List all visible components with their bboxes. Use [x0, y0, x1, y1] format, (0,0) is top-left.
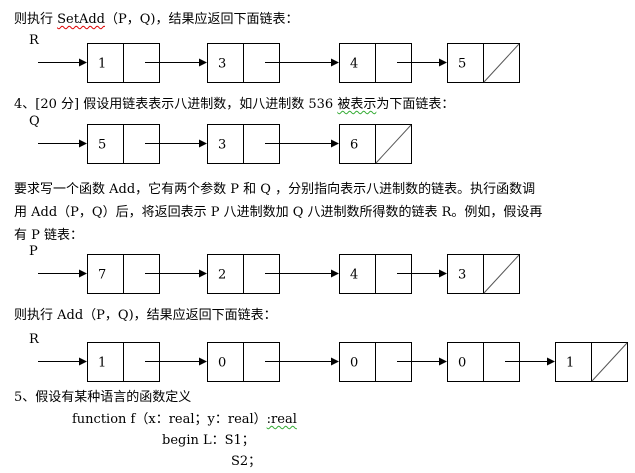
- paragraph-line-2: 用 Add（P，Q）后，将返回表示 P 八进制数加 Q 八进制数所得数的链表 R…: [14, 205, 543, 220]
- text: 则执行: [14, 12, 58, 27]
- arrow-head-icon: [331, 357, 339, 366]
- node-value: 6: [350, 138, 358, 153]
- question-4-heading: 4、[20 分] 假设用链表表示八进制数，如八进制数 536 被表示为下面链表：: [14, 97, 454, 113]
- node-value: 0: [458, 356, 466, 371]
- arrow-head-icon: [199, 269, 207, 278]
- node-value: 4: [350, 268, 358, 283]
- list-head-label: P: [29, 244, 38, 259]
- node-value: 5: [98, 138, 106, 153]
- code-line-2: begin L：S1；: [162, 433, 255, 448]
- null-pointer-icon: [483, 254, 520, 294]
- arrow-head-icon: [199, 58, 207, 67]
- list-node: 3: [447, 254, 520, 294]
- node-value: 1: [98, 57, 106, 72]
- list-node: 1: [555, 342, 628, 382]
- node-value: 4: [350, 57, 358, 72]
- arrow-head-icon: [439, 269, 447, 278]
- paragraph-line-3: 有 P 链表：: [14, 228, 84, 243]
- list-head-label: R: [29, 332, 40, 347]
- paragraph-line-1: 要求写一个函数 Add，它有两个参数 P 和 Q ，分别指向表示八进制数的链表。…: [14, 182, 536, 197]
- setadd-result-text: 则执行 SetAdd（P，Q)，结果应返回下面链表：: [14, 12, 298, 28]
- node-value: 7: [98, 268, 106, 283]
- arrow-head-icon: [199, 139, 207, 148]
- null-pointer-icon: [483, 43, 520, 83]
- code-line-3: S2；: [231, 454, 262, 469]
- node-value: 2: [218, 268, 226, 283]
- arrow-head-icon: [79, 357, 87, 366]
- arrow-head-icon: [439, 357, 447, 366]
- linked-list-r2: R 1 0 0 0 1: [29, 332, 628, 382]
- null-pointer-icon: [591, 342, 628, 382]
- node-value: 0: [218, 356, 226, 371]
- text: 4、[20 分] 假设用链表表示八进制数，如八进制数 536: [14, 97, 338, 112]
- add-result-text: 则执行 Add（P，Q)，结果应返回下面链表：: [14, 308, 277, 323]
- list-head-label: R: [29, 33, 40, 48]
- code: :real: [266, 412, 297, 427]
- arrow-head-icon: [79, 269, 87, 278]
- arrow-head-icon: [331, 58, 339, 67]
- text: （P，Q)，结果应返回下面链表：: [105, 12, 299, 27]
- node-value: 5: [458, 57, 466, 72]
- list-node: 6: [339, 124, 412, 164]
- node-value: 3: [218, 57, 226, 72]
- list-node: 5: [447, 43, 520, 83]
- linked-list-q: Q 5 3 6: [29, 114, 412, 164]
- arrow-head-icon: [331, 139, 339, 148]
- list-head-label: Q: [29, 114, 40, 129]
- arrow-head-icon: [331, 269, 339, 278]
- arrow-head-icon: [547, 357, 555, 366]
- text: 被表示: [337, 97, 377, 112]
- arrow-head-icon: [79, 58, 87, 67]
- node-value: 1: [566, 356, 574, 371]
- node-value: 1: [98, 356, 106, 371]
- question-5-heading: 5、假设有某种语言的函数定义: [14, 390, 192, 405]
- function-name: SetAdd: [57, 12, 105, 27]
- node-value: 3: [218, 138, 226, 153]
- arrow-head-icon: [79, 139, 87, 148]
- text: 为下面链表：: [376, 97, 455, 112]
- node-value: 0: [350, 356, 358, 371]
- code-line-1: function f（x：real；y：real）:real: [72, 412, 297, 428]
- node-value: 3: [458, 268, 466, 283]
- linked-list-r1: R 1 3 4 5: [29, 33, 520, 83]
- null-pointer-icon: [375, 124, 412, 164]
- arrow-head-icon: [439, 58, 447, 67]
- linked-list-p: P 7 2 4 3: [29, 244, 520, 294]
- list-node: 0: [207, 342, 280, 382]
- code: function f（x：real；y：real）: [72, 412, 267, 427]
- arrow-head-icon: [199, 357, 207, 366]
